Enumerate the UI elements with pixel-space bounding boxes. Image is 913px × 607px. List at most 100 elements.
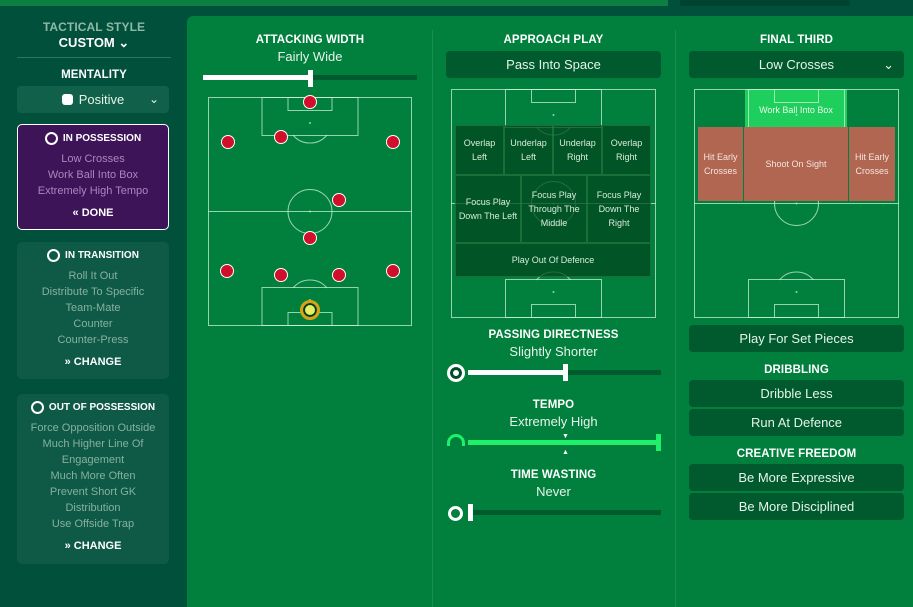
zone-work-ball-into-box[interactable]: Work Ball Into Box — [759, 105, 833, 115]
player-marker[interactable] — [220, 264, 234, 278]
zone-overlap-right[interactable]: Overlap Right — [602, 125, 651, 175]
zone-hit-early-crosses-left[interactable]: Hit Early Crosses — [698, 127, 743, 201]
final-third-selected: Low Crosses — [758, 57, 835, 72]
divider — [675, 30, 676, 607]
dribble-less-button[interactable]: Dribble Less — [689, 380, 904, 407]
tactical-style-label: TACTICAL STYLE — [42, 20, 146, 34]
done-button[interactable]: « DONE — [18, 207, 168, 219]
attacking-width-value: Fairly Wide — [277, 49, 343, 64]
list-item: Use Offside Trap — [51, 518, 135, 530]
default-marker-icon: ▼▲ — [562, 433, 569, 456]
divider — [432, 30, 433, 607]
in-transition-card[interactable]: IN TRANSITION Roll It Out Distribute To … — [17, 242, 169, 379]
list-item: Prevent Short GK — [49, 486, 137, 498]
top-bar-box — [680, 0, 850, 6]
tempo-slider[interactable]: ▼▲ — [468, 433, 661, 456]
defence-icon — [30, 400, 44, 414]
zone-underlap-right[interactable]: Underlap Right — [553, 125, 602, 175]
ball-icon — [447, 364, 465, 382]
slider-handle[interactable] — [308, 70, 313, 87]
slider-fill — [468, 440, 661, 445]
slider-handle[interactable] — [468, 504, 473, 521]
player-marker[interactable] — [274, 130, 288, 144]
out-of-possession-header: OUT OF POSSESSION — [17, 394, 169, 420]
player-marker[interactable] — [332, 193, 346, 207]
player-marker[interactable] — [221, 135, 235, 149]
tempo-value: Extremely High — [509, 414, 598, 429]
tactical-style-dropdown[interactable]: CUSTOM ⌄ — [5, 35, 183, 51]
zone-hit-early-crosses-right[interactable]: Hit Early Crosses — [849, 127, 895, 201]
in-possession-title: IN POSSESSION — [62, 132, 142, 144]
passing-directness-slider[interactable] — [468, 364, 661, 381]
slider-track — [468, 510, 661, 515]
list-item: Distribute To Specific — [41, 286, 145, 298]
passing-directness-title: PASSING DIRECTNESS — [488, 329, 619, 341]
slider-handle[interactable] — [656, 434, 661, 451]
transition-icon — [47, 248, 61, 262]
list-item: Counter — [73, 318, 113, 330]
list-item: Roll It Out — [68, 270, 118, 282]
player-marker[interactable] — [303, 95, 317, 109]
goalkeeper-marker[interactable] — [300, 300, 320, 320]
zone-overlap-left[interactable]: Overlap Left — [455, 125, 504, 175]
player-marker[interactable] — [386, 264, 400, 278]
attacking-width-title: ATTACKING WIDTH — [255, 34, 365, 46]
sidebar: TACTICAL STYLE CUSTOM ⌄ MENTALITY Positi… — [5, 16, 183, 607]
zone-focus-middle[interactable]: Focus Play Through The Middle — [521, 175, 587, 243]
out-of-possession-card[interactable]: OUT OF POSSESSION Force Opposition Outsi… — [17, 394, 169, 564]
change-button[interactable]: » CHANGE — [17, 540, 169, 552]
change-label: CHANGE — [73, 540, 122, 552]
run-at-defence-button[interactable]: Run At Defence — [689, 409, 904, 436]
formation-players — [208, 95, 412, 326]
play-for-set-pieces-button[interactable]: Play For Set Pieces — [689, 325, 904, 352]
zone-play-out-of-defence[interactable]: Play Out Of Defence — [455, 243, 651, 277]
speedometer-icon — [447, 434, 465, 446]
chevron-down-icon: ⌄ — [883, 57, 894, 72]
player-marker[interactable] — [274, 268, 288, 282]
list-item: Team-Mate — [65, 302, 121, 314]
zone-underlap-left[interactable]: Underlap Left — [504, 125, 553, 175]
in-possession-card[interactable]: IN POSSESSION Low Crosses Work Ball Into… — [17, 124, 169, 230]
approach-play-title: APPROACH PLAY — [503, 34, 604, 46]
dribbling-title: DRIBBLING — [764, 364, 829, 376]
be-more-expressive-button[interactable]: Be More Expressive — [689, 464, 904, 491]
approach-zones: Overlap Left Underlap Left Underlap Righ… — [451, 89, 656, 318]
mentality-label: MENTALITY — [61, 69, 127, 81]
zone-work-ball-bg — [745, 89, 847, 127]
final-third-zones: Work Ball Into Box Hit Early Crosses Sho… — [694, 89, 899, 318]
final-third-dropdown[interactable]: Low Crosses ⌄ — [689, 51, 904, 78]
tactical-style-value: CUSTOM — [58, 35, 115, 50]
slider-handle[interactable] — [562, 364, 568, 381]
zone-shoot-on-sight[interactable]: Shoot On Sight — [744, 127, 848, 201]
slider-fill — [203, 75, 310, 80]
mentality-dropdown[interactable]: Positive ⌄ — [17, 86, 169, 113]
time-wasting-slider[interactable] — [468, 504, 661, 521]
top-bar — [0, 0, 668, 6]
in-possession-header: IN POSSESSION — [18, 125, 168, 151]
player-marker[interactable] — [332, 268, 346, 282]
player-marker[interactable] — [386, 135, 400, 149]
zone-focus-right[interactable]: Focus Play Down The Right — [587, 175, 651, 243]
final-third-pitch — [694, 89, 899, 318]
mentality-icon — [61, 94, 73, 105]
player-marker[interactable] — [303, 231, 317, 245]
ball-icon — [44, 131, 58, 145]
list-item: Much Higher Line Of — [42, 438, 144, 450]
zone-focus-left[interactable]: Focus Play Down The Left — [455, 175, 521, 243]
be-more-disciplined-button[interactable]: Be More Disciplined — [689, 493, 904, 520]
double-chevron-right-icon: » — [64, 356, 71, 368]
chevron-down-icon: ⌄ — [118, 35, 130, 50]
double-chevron-right-icon: » — [64, 540, 71, 552]
change-button[interactable]: » CHANGE — [17, 356, 169, 368]
slider-fill — [468, 370, 565, 375]
approach-play-selected[interactable]: Pass Into Space — [446, 51, 661, 78]
in-transition-header: IN TRANSITION — [17, 242, 169, 268]
attacking-width-slider[interactable] — [203, 70, 417, 87]
creative-freedom-title: CREATIVE FREEDOM — [736, 448, 857, 460]
done-label: DONE — [81, 207, 114, 219]
time-wasting-value: Never — [536, 484, 571, 499]
list-item: Low Crosses — [61, 153, 125, 165]
divider — [17, 57, 171, 58]
time-wasting-title: TIME WASTING — [510, 469, 597, 481]
list-item: Distribution — [65, 502, 121, 514]
